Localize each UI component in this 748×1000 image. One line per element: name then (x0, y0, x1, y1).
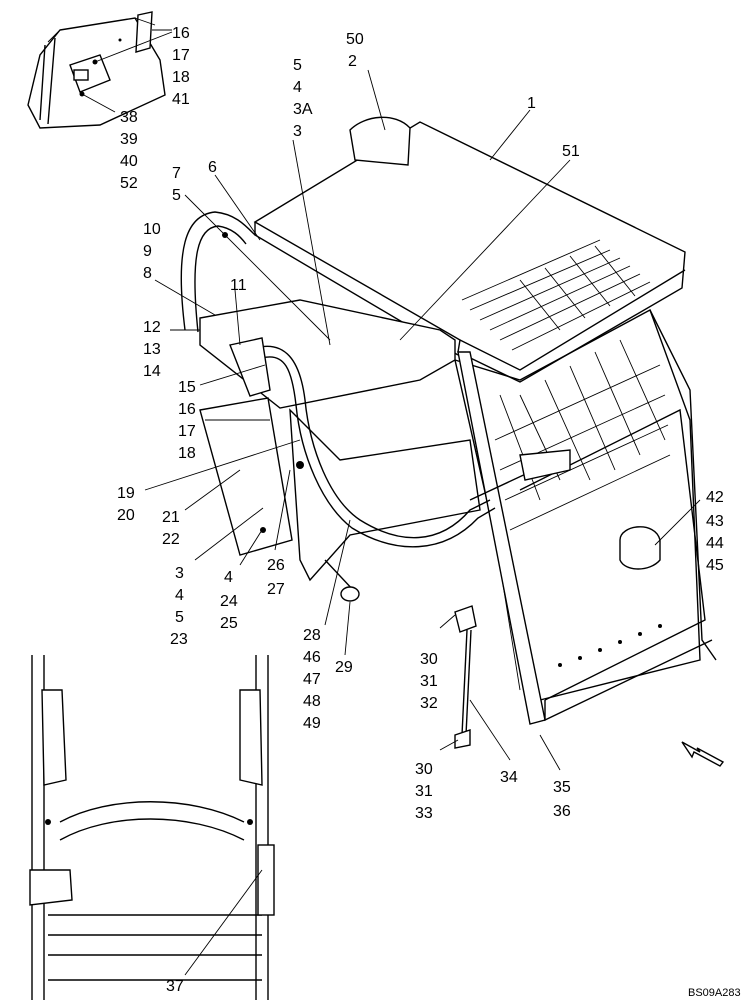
callout-5: 5 (175, 609, 184, 626)
callout-39: 39 (120, 131, 138, 148)
callout-5: 5 (293, 57, 302, 74)
callout-31: 31 (420, 673, 438, 690)
callout-46: 46 (303, 649, 321, 666)
front-direction-arrow (681, 741, 725, 767)
callout-36: 36 (553, 803, 571, 820)
callout-21: 21 (162, 509, 180, 526)
callout-50: 50 (346, 31, 364, 48)
callout-28: 28 (303, 627, 321, 644)
callout-31: 31 (415, 783, 433, 800)
callout-40: 40 (120, 153, 138, 170)
callout-13: 13 (143, 341, 161, 358)
callout-25: 25 (220, 615, 238, 632)
callout-18: 18 (178, 445, 196, 462)
callout-22: 22 (162, 531, 180, 548)
callout-33: 33 (415, 805, 433, 822)
gas-strut (454, 605, 477, 749)
callout-3: 3 (293, 123, 302, 140)
callout-3A: 3A (293, 101, 313, 118)
callout-17: 17 (178, 423, 196, 440)
callout-7: 7 (172, 165, 181, 182)
callout-51: 51 (562, 143, 580, 160)
callout-42: 42 (706, 489, 724, 506)
callout-16: 16 (172, 25, 190, 42)
callout-2: 2 (348, 53, 357, 70)
callout-43: 43 (706, 513, 724, 530)
callout-47: 47 (303, 671, 321, 688)
floor-frame-holes (558, 624, 662, 667)
callout-1: 1 (527, 95, 536, 112)
callout-49: 49 (303, 715, 321, 732)
callout-29: 29 (335, 659, 353, 676)
callout-11: 11 (230, 277, 247, 294)
callout-44: 44 (706, 535, 724, 552)
callout-38: 38 (120, 109, 138, 126)
callout-15: 15 (178, 379, 196, 396)
callout-14: 14 (143, 363, 161, 380)
callout-37: 37 (166, 978, 184, 995)
callout-8: 8 (143, 265, 152, 282)
callout-26: 26 (267, 557, 285, 574)
cab-assembly (180, 116, 717, 725)
callout-52: 52 (120, 175, 138, 192)
callout-17: 17 (172, 47, 190, 64)
callout-16: 16 (178, 401, 196, 418)
callout-35: 35 (553, 779, 571, 796)
callout-6: 6 (208, 159, 217, 176)
callout-19: 19 (117, 485, 135, 502)
callout-4: 4 (293, 79, 302, 96)
inset-restraint-top-view (29, 655, 275, 1000)
callout-4: 4 (175, 587, 184, 604)
inset-seat-bracket-detail (27, 11, 173, 129)
figure-reference-code: BS09A283 (688, 987, 741, 999)
callout-12: 12 (143, 319, 161, 336)
callout-27: 27 (267, 581, 285, 598)
callout-18: 18 (172, 69, 190, 86)
callout-4: 4 (224, 569, 233, 586)
roof-grille (461, 239, 651, 351)
callout-23: 23 (170, 631, 188, 648)
leader-lines (144, 69, 701, 771)
callout-32: 32 (420, 695, 438, 712)
callout-labels: 16 17 18 41 38 39 40 52 50 2 5 4 3A 3 1 … (117, 25, 741, 999)
callout-48: 48 (303, 693, 321, 710)
callout-45: 45 (706, 557, 724, 574)
callout-3: 3 (175, 565, 184, 582)
callout-20: 20 (117, 507, 135, 524)
callout-9: 9 (143, 243, 152, 260)
callout-24: 24 (220, 593, 238, 610)
callout-41: 41 (172, 91, 190, 108)
callout-10: 10 (143, 221, 161, 238)
callout-5: 5 (172, 187, 181, 204)
callout-34: 34 (500, 769, 518, 786)
callout-30: 30 (420, 651, 438, 668)
callout-30: 30 (415, 761, 433, 778)
